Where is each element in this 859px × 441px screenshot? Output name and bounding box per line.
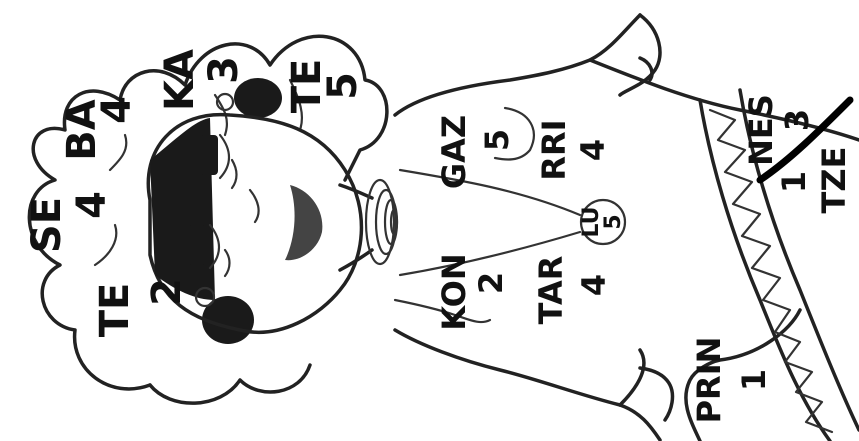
label-tar: TAR [532, 256, 570, 325]
label-tze-number: 1 [775, 171, 813, 193]
label-prin: PRIN [690, 337, 728, 424]
tze-number: 1 [775, 171, 813, 193]
label-kon: KON [435, 253, 473, 330]
rri-syllable: RRI [535, 119, 573, 180]
label-nes: NES [742, 94, 780, 166]
label-te-top-number: 5 [320, 72, 366, 100]
label-prin-number: 1 [735, 369, 773, 391]
left-eyebrow [200, 135, 218, 175]
label-gaz: GAZ [435, 115, 473, 189]
neck [340, 180, 397, 270]
lu-number: 5 [601, 214, 626, 229]
label-te-bottom: TE [92, 283, 138, 338]
label-ka-number: 3 [201, 56, 247, 84]
te-bottom-number: 2 [144, 278, 190, 306]
label-lu-number: 5 [601, 214, 626, 229]
tze-syllable: TZE [815, 147, 853, 214]
label-nes-number: 3 [778, 109, 816, 131]
se-number: 4 [69, 191, 115, 219]
label-rri-number: 4 [574, 139, 612, 161]
rri-number: 4 [574, 139, 612, 161]
te-bottom-syllable: TE [92, 283, 138, 338]
label-ba-number: 4 [94, 96, 140, 124]
label-te-bottom-number: 2 [144, 278, 190, 306]
label-se: SE [24, 197, 70, 253]
mouth [285, 185, 322, 260]
prin-syllable: PRIN [690, 337, 728, 424]
nes-syllable: NES [742, 94, 780, 166]
label-ka: KA [157, 49, 203, 111]
tar-number: 4 [575, 274, 613, 296]
label-se-number: 4 [69, 191, 115, 219]
kon-syllable: KON [435, 253, 473, 330]
label-tar-number: 4 [575, 274, 613, 296]
ka-number: 3 [201, 56, 247, 84]
right-eyebrow [188, 225, 206, 265]
label-gaz-number: 5 [478, 129, 516, 151]
se-syllable: SE [24, 197, 70, 253]
ka-syllable: KA [157, 49, 203, 111]
te-top-number: 5 [320, 72, 366, 100]
gaz-number: 5 [478, 129, 516, 151]
tar-syllable: TAR [532, 256, 570, 325]
kon-number: 2 [472, 272, 510, 294]
gaz-syllable: GAZ [435, 115, 473, 189]
ba-number: 4 [94, 96, 140, 124]
label-kon-number: 2 [472, 272, 510, 294]
nes-number: 3 [778, 109, 816, 131]
label-rri: RRI [535, 119, 573, 180]
prin-number: 1 [735, 369, 773, 391]
label-tze: TZE [815, 147, 853, 214]
